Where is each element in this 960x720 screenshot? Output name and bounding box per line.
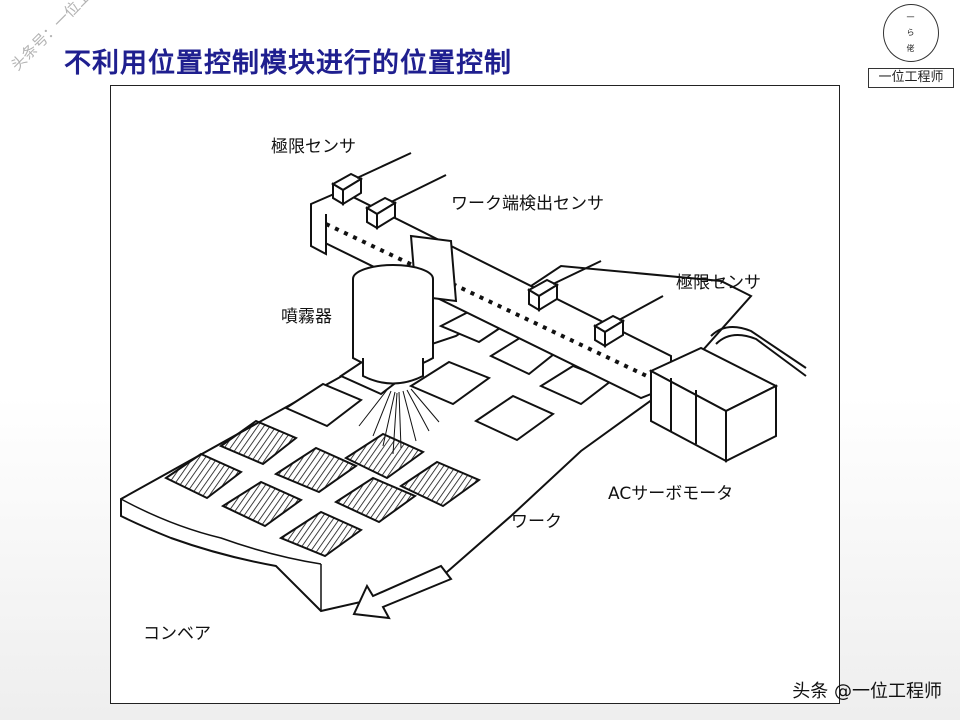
logo-char-3: 佬 <box>906 44 915 53</box>
panel-hatched <box>273 446 359 494</box>
label-limit-sensor-right: 極限センサ <box>676 273 761 293</box>
work-sheet-edge <box>120 498 322 565</box>
panel-hatched <box>398 460 482 508</box>
label-work: ワーク <box>511 512 562 532</box>
diagram-figure: 極限センサ ワーク端検出センサ 極限センサ 噴霧器 ACサーボモータ ワーク コ… <box>110 85 840 704</box>
work-end-sensor <box>365 174 447 230</box>
label-servo-motor: ACサーボモータ <box>608 484 734 504</box>
slide-title: 不利用位置控制模块进行的位置控制 <box>64 48 512 79</box>
conveyor-arrow <box>352 564 453 620</box>
label-limit-sensor-left: 極限センサ <box>271 137 356 157</box>
panel-hatched <box>164 452 243 500</box>
label-work-end-sensor: ワーク端検出センサ <box>451 194 604 214</box>
limit-sensor-right-b <box>593 295 664 348</box>
panel-hatched <box>343 432 425 480</box>
label-conveyor: コンベア <box>143 624 211 644</box>
panel-hatched <box>220 480 303 528</box>
sprayer <box>352 264 434 385</box>
limit-sensor-left <box>331 152 412 206</box>
panel-hatched <box>218 419 298 466</box>
logo-char-2: ら <box>906 28 915 37</box>
logo: 一 ら 佬 一位工程师 <box>868 4 956 88</box>
label-sprayer: 噴霧器 <box>281 307 332 327</box>
limit-sensor-right-a <box>527 260 602 312</box>
logo-caption: 一位工程师 <box>868 68 954 88</box>
servo-motor <box>648 326 807 463</box>
spray-mist <box>358 388 440 455</box>
panel-plain <box>408 360 492 406</box>
gantry-leg <box>310 204 327 256</box>
panel-plain <box>473 394 555 442</box>
work-sheet <box>120 264 753 613</box>
logo-emblem: 一 ら 佬 <box>883 4 939 62</box>
watermark-bottom: 头条 @一位工程师 <box>792 681 942 702</box>
panel-hatched <box>333 476 418 524</box>
diagram-drawing <box>120 152 807 620</box>
panel-hatched <box>278 510 363 558</box>
panel-plain <box>283 382 363 428</box>
logo-char-1: 一 <box>906 13 915 22</box>
